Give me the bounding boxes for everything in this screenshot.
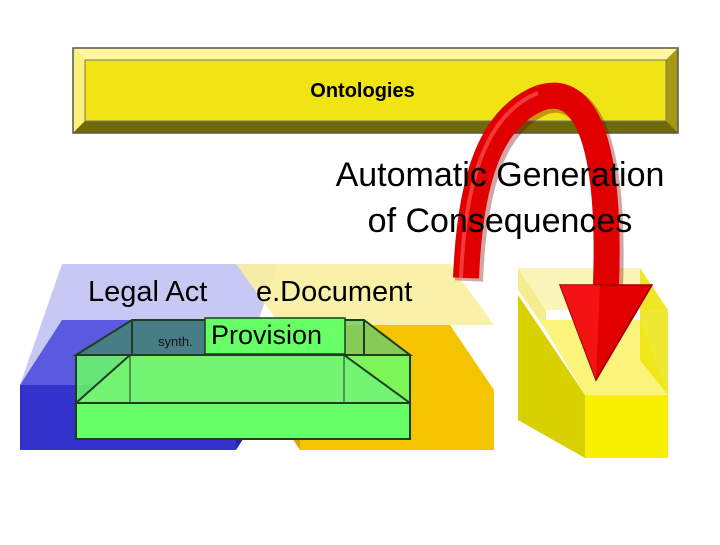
automatic-generation-label: Automatic Generation of Consequences — [300, 152, 700, 244]
ontologies-label: Ontologies — [0, 80, 720, 103]
legal-act-label: Legal Act — [88, 276, 207, 309]
automatic-generation-line2: of Consequences — [300, 198, 700, 244]
synth-label: synth. — [158, 334, 193, 349]
e-document-label: e.Document — [256, 276, 412, 309]
provision-label: Provision — [211, 320, 322, 351]
automatic-generation-line1: Automatic Generation — [300, 152, 700, 198]
